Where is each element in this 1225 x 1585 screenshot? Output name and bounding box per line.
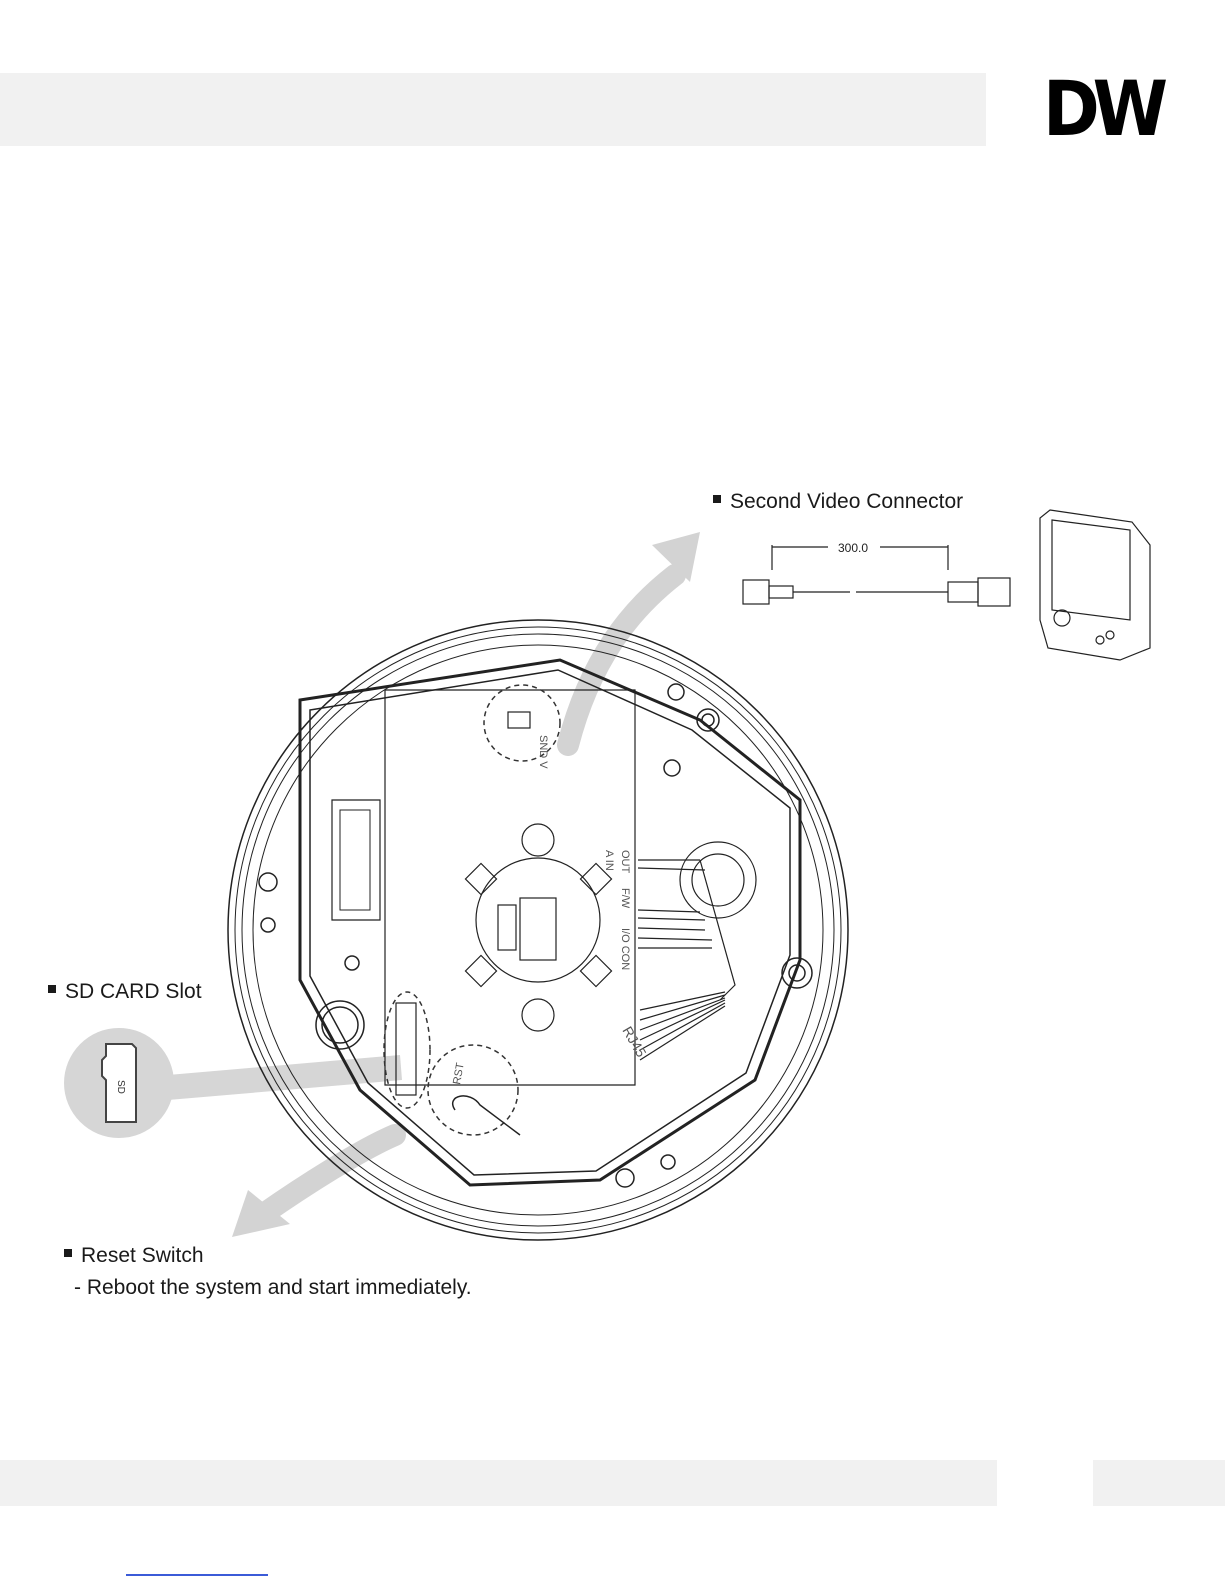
- reset-switch-label: Reset Switch: [64, 1244, 204, 1268]
- rst-label: RST: [451, 1061, 467, 1085]
- second-video-module: [1040, 510, 1150, 660]
- reset-description: - Reboot the system and start immediatel…: [74, 1276, 472, 1300]
- cable-harness: [638, 842, 756, 1060]
- dimension-300: 300.0: [838, 541, 868, 555]
- reset-title: Reset Switch: [81, 1244, 204, 1267]
- second-video-cable: [743, 545, 1010, 606]
- out-label: OUT: [619, 850, 631, 874]
- bullet-square-icon: [48, 985, 56, 993]
- housing-rings: [228, 620, 848, 1240]
- sd-slot-body: [396, 1003, 416, 1095]
- outer-ring-2: [235, 627, 841, 1233]
- second-video-connector-label: Second Video Connector: [713, 490, 963, 514]
- footer-band-right: [1093, 1460, 1225, 1506]
- bullet-square-icon: [64, 1249, 72, 1257]
- outer-ring: [228, 620, 848, 1240]
- snd-v-label: SND V: [537, 735, 549, 769]
- bullet-square-icon: [713, 495, 721, 503]
- dashed-highlights: [384, 685, 560, 1135]
- outer-ring-4: [253, 645, 823, 1215]
- sd-card-slot-label: SD CARD Slot: [48, 980, 202, 1004]
- bottom-link-underline: [126, 1574, 268, 1576]
- outer-ring-3: [242, 634, 834, 1226]
- sd-card-title: SD CARD Slot: [65, 980, 202, 1003]
- fw-label: F/W: [619, 888, 631, 909]
- snd-v-connector: [508, 712, 530, 728]
- rj45-label: RJ45: [619, 1024, 649, 1060]
- second-video-title: Second Video Connector: [730, 490, 963, 513]
- center-mount: [465, 824, 611, 1031]
- sd-card-label: SD: [115, 1080, 126, 1094]
- io-con-label: I/O CON: [619, 928, 631, 970]
- board-outline: [300, 660, 800, 1185]
- a-in-label: A IN: [603, 850, 615, 871]
- footer-band-left: [0, 1460, 997, 1506]
- arrow-to-reset: [262, 1135, 395, 1215]
